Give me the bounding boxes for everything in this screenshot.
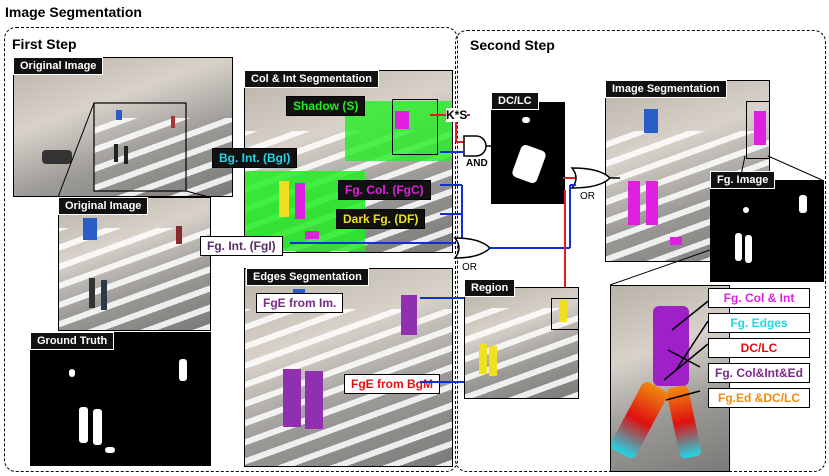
bin	[116, 110, 122, 120]
pedestrian	[89, 278, 95, 308]
fg-image-header: Fg. Image	[710, 171, 776, 189]
fge-bgm-label: FgE from BgM	[344, 374, 440, 394]
original-image-large	[13, 57, 233, 197]
legend-fg-edges: Fg. Edges	[708, 313, 810, 333]
fg-int-label: Fg. Int. (FgI)	[200, 236, 283, 256]
bg-int-label: Bg. Int. (BgI)	[212, 148, 298, 168]
gt-person	[79, 407, 88, 443]
region-header: Region	[464, 279, 516, 297]
zoom-line	[609, 249, 711, 286]
fg-person	[735, 233, 742, 261]
zoom-rect	[746, 101, 769, 159]
ks-label: K*S	[446, 108, 468, 122]
legend: Fg. Col & Int Fg. Edges DC/LC Fg. Col&In…	[708, 288, 810, 408]
legend-pointer	[667, 349, 701, 368]
seg-person	[628, 181, 640, 225]
region-person	[479, 344, 487, 374]
dclc-blob	[522, 117, 530, 123]
or-label-main: OR	[580, 191, 595, 202]
region-person	[559, 300, 567, 322]
ground-truth-image	[30, 332, 211, 466]
fg-image	[710, 180, 824, 282]
fg-blob	[305, 231, 319, 239]
zoom-rect	[93, 102, 187, 192]
car	[42, 150, 72, 164]
first-step-panel	[4, 27, 458, 472]
zoom-line	[767, 155, 823, 181]
fg-person	[395, 111, 409, 129]
seg-person	[754, 111, 766, 145]
fg-col-label: Fg. Col. (FgC)	[338, 180, 431, 200]
pedestrian	[171, 116, 175, 128]
zoom-line-left	[57, 102, 95, 198]
gt-person	[179, 359, 187, 381]
original-image-zoomed	[58, 197, 211, 331]
region-person	[489, 346, 497, 376]
page-title: Image Segmentation	[5, 4, 142, 20]
or-gate-lower	[453, 237, 492, 259]
fg-person	[745, 235, 752, 263]
zoom-rect	[551, 298, 578, 330]
or-gate-main	[570, 167, 612, 189]
fge-im-label: FgE from Im.	[256, 293, 344, 313]
edge-person	[401, 295, 417, 335]
pedestrian	[176, 226, 182, 244]
dclc-image	[491, 102, 565, 204]
image-segmentation-header: Image Segmentation	[605, 80, 727, 98]
edges-header: Edges Segmentation	[246, 268, 369, 286]
legend-pointer	[671, 297, 713, 331]
seg-blob	[670, 237, 682, 245]
legend-pointer	[665, 390, 701, 401]
dclc-header: DC/LC	[491, 92, 539, 110]
edge-person	[305, 371, 323, 429]
zoom-rect	[392, 99, 438, 155]
bin	[83, 218, 97, 240]
gt-blob	[105, 447, 115, 453]
or-label-lower: OR	[462, 262, 477, 273]
fg-person	[279, 181, 289, 217]
and-label: AND	[466, 158, 488, 169]
first-step-title: First Step	[12, 36, 77, 52]
edge-person	[283, 369, 301, 427]
col-int-header: Col & Int Segmentation	[244, 70, 379, 88]
pedestrian	[101, 280, 107, 310]
seg-person	[646, 181, 658, 225]
pedestrian-body	[653, 306, 689, 386]
pedestrian	[124, 146, 128, 164]
legend-dclc: DC/LC	[708, 338, 810, 358]
legend-fg-col-int: Fg. Col & Int	[708, 288, 810, 308]
shadow-label: Shadow (S)	[286, 96, 366, 116]
and-gate	[463, 135, 487, 157]
gt-blob	[69, 369, 75, 377]
fg-person	[295, 183, 305, 219]
second-step-title: Second Step	[470, 37, 555, 53]
legend-fg-ed-dclc: Fg.Ed &DC/LC	[708, 388, 810, 408]
dark-fg-label: Dark Fg. (DF)	[336, 209, 426, 229]
legend-pointer	[675, 320, 709, 371]
zoom-line	[739, 155, 746, 181]
zoom-line-right	[185, 190, 210, 198]
region-image	[464, 287, 579, 399]
pedestrian	[114, 144, 118, 162]
fg-person	[799, 195, 807, 213]
legend-fg-col-int-ed: Fg. Col&Int&Ed	[708, 363, 810, 383]
legend-pointer	[663, 343, 709, 381]
original-image-zoomed-header: Original Image	[58, 197, 149, 215]
crosswalk-stripes	[59, 228, 210, 330]
ground-truth-header: Ground Truth	[30, 332, 115, 350]
fg-blob	[743, 207, 749, 213]
original-image-header: Original Image	[13, 57, 104, 75]
bin	[644, 109, 658, 133]
gt-person	[93, 409, 102, 445]
